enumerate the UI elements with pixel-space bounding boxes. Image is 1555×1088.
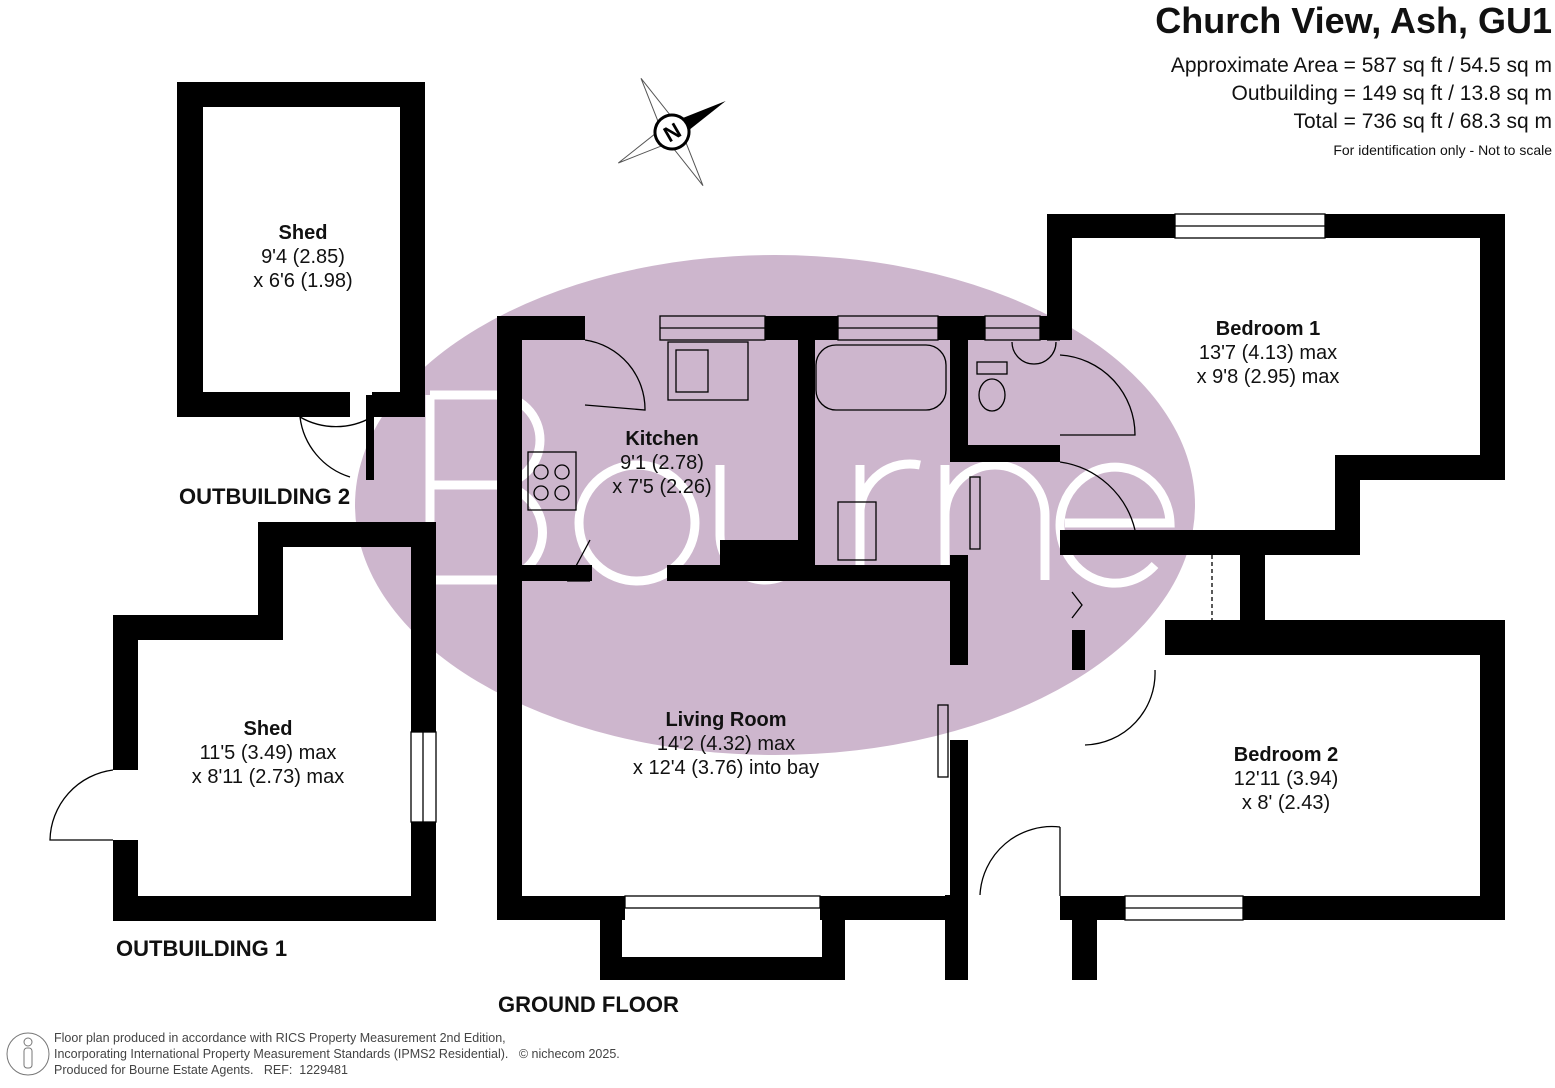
fixtures: [49, 213, 1326, 921]
footer-line-3: Produced for Bourne Estate Agents. REF: …: [54, 1063, 348, 1077]
floor-label-outbuilding-2: OUTBUILDING 2: [179, 484, 351, 509]
watermark-ellipse: [355, 255, 1195, 755]
outbuilding-area: Outbuilding = 149 sq ft / 13.8 sq m: [1231, 82, 1552, 105]
footer-line-1: Floor plan produced in accordance with R…: [54, 1031, 506, 1045]
approx-area: Approximate Area = 587 sq ft / 54.5 sq m: [1170, 54, 1552, 77]
copyright: © nichecom 2025.: [518, 1047, 620, 1061]
walls: [113, 82, 1505, 980]
floor-label-outbuilding-1: OUTBUILDING 1: [116, 936, 288, 961]
floor-label-ground: GROUND FLOOR: [498, 992, 679, 1017]
compass-icon: N: [617, 77, 726, 187]
scale-note: For identification only - Not to scale: [1333, 142, 1552, 158]
total-area: Total = 736 sq ft / 68.3 sq m: [1293, 110, 1552, 133]
footer-line-2: Incorporating International Property Mea…: [54, 1047, 509, 1061]
person-icon: [6, 1032, 50, 1076]
footer-text: Floor plan produced in accordance with R…: [54, 1030, 620, 1078]
property-title: Church View, Ash, GU1: [1155, 0, 1552, 41]
